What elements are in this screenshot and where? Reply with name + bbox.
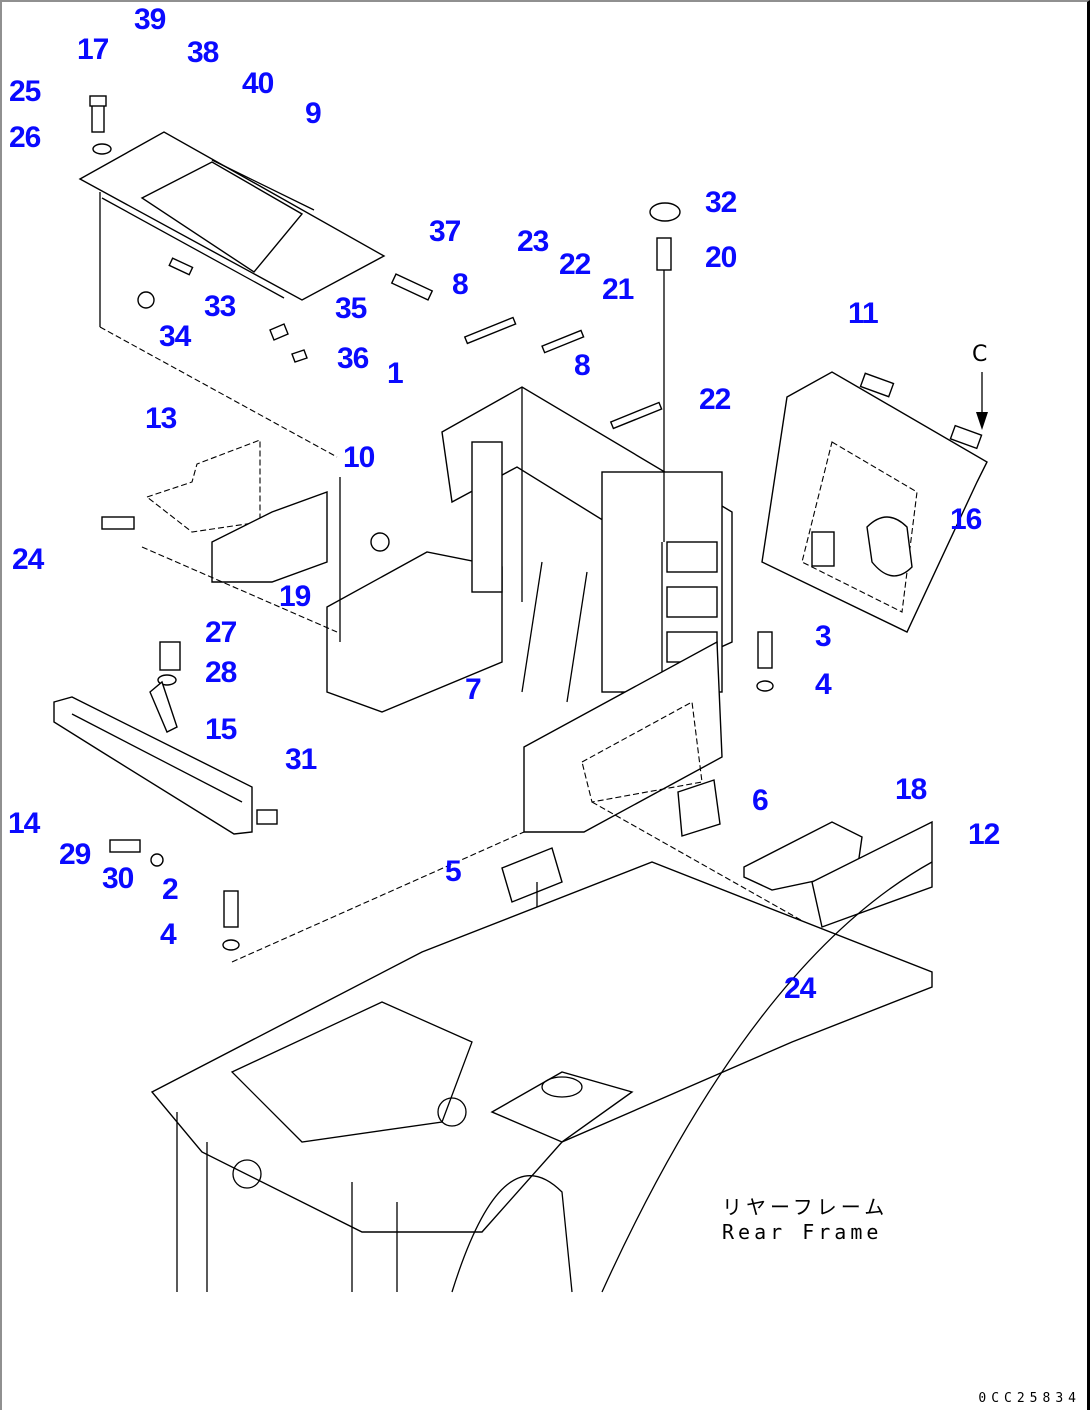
callout-17: 17 xyxy=(77,33,109,66)
callout-22-upper: 22 xyxy=(559,248,591,281)
callout-2: 2 xyxy=(162,873,179,906)
callout-12: 12 xyxy=(968,818,1000,851)
top-cover-assembly xyxy=(78,95,434,458)
lower-panel xyxy=(231,640,933,963)
side-door xyxy=(761,371,988,633)
callout-38: 38 xyxy=(187,36,219,69)
callout-22-right: 22 xyxy=(699,383,731,416)
callout-36: 36 xyxy=(337,342,369,375)
callout-6: 6 xyxy=(752,784,769,817)
callout-10: 10 xyxy=(343,441,375,474)
callout-33: 33 xyxy=(204,290,236,323)
callout-5: 5 xyxy=(445,855,462,888)
callout-9: 9 xyxy=(305,97,322,130)
callout-7: 7 xyxy=(465,673,482,706)
callout-31: 31 xyxy=(285,743,317,776)
callout-23: 23 xyxy=(517,225,549,258)
callout-16: 16 xyxy=(950,503,982,536)
callout-25: 25 xyxy=(9,75,41,108)
callout-27: 27 xyxy=(205,616,237,649)
callout-32: 32 xyxy=(705,186,737,219)
frame-label-japanese: リヤーフレーム xyxy=(722,1195,889,1219)
bracket xyxy=(53,641,278,867)
callout-24-left: 24 xyxy=(12,543,44,576)
callout-29: 29 xyxy=(59,838,91,871)
drawing-code: 0CC25834 xyxy=(978,1391,1081,1406)
callout-11: 11 xyxy=(848,297,879,330)
callout-4-right: 4 xyxy=(815,668,832,701)
callout-1: 1 xyxy=(387,357,404,390)
callout-18: 18 xyxy=(895,773,927,806)
callout-39: 39 xyxy=(134,3,166,36)
callout-14: 14 xyxy=(8,807,40,840)
callout-26: 26 xyxy=(9,121,41,154)
callout-8-lower: 8 xyxy=(574,349,591,382)
callout-35: 35 xyxy=(335,292,367,325)
frame-label-english: Rear Frame xyxy=(722,1220,883,1244)
callout-37: 37 xyxy=(429,215,461,248)
rear-frame xyxy=(150,861,933,1293)
main-frame-body xyxy=(326,386,733,713)
callout-34: 34 xyxy=(159,320,191,353)
callout-19: 19 xyxy=(279,580,311,613)
callout-30: 30 xyxy=(102,862,134,895)
callout-13: 13 xyxy=(145,402,177,435)
callout-8-upper: 8 xyxy=(452,268,469,301)
callout-24-right: 24 xyxy=(784,972,816,1005)
view-marker-c: C xyxy=(972,342,988,367)
callout-3: 3 xyxy=(815,620,832,653)
callout-21: 21 xyxy=(602,273,634,306)
callout-20: 20 xyxy=(705,241,737,274)
callout-4-left: 4 xyxy=(160,918,177,951)
callout-28: 28 xyxy=(205,656,237,689)
callout-40: 40 xyxy=(242,67,274,100)
callout-15: 15 xyxy=(205,713,237,746)
